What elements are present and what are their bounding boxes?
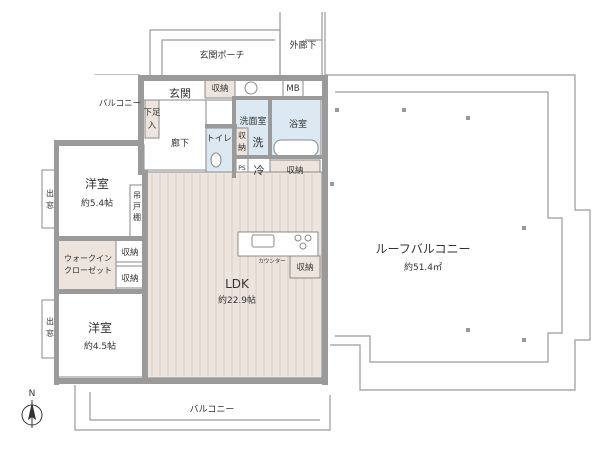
sink [251, 234, 275, 248]
counter-label: カウンター [258, 257, 286, 265]
washroom-label: 洗面室 [239, 115, 266, 127]
bottom-balcony-label: バルコニー [190, 404, 235, 415]
roof-balcony-label: ルーフバルコニー [375, 242, 470, 256]
bay-window-1-label-1: 出 [46, 188, 54, 198]
bathroom-label: 浴室 [289, 118, 307, 130]
genkan-storage-label: 収納 [211, 83, 228, 94]
genkan-porch-label: 玄関ポーチ [199, 49, 244, 61]
washer-label: 洗 [253, 136, 264, 149]
toilet-storage-label-2: 納 [238, 142, 246, 152]
ldk-label: LDK [225, 277, 250, 291]
walk-in-label-1: ウォークイン [64, 254, 112, 263]
bay-window-2-label-2: 窓 [46, 328, 54, 338]
svg-text:棚: 棚 [133, 212, 141, 222]
shoe-storage-label-2: 入 [148, 121, 157, 131]
walk-in-closet [57, 239, 117, 291]
western-room-1-size: 約5.4帖 [81, 197, 113, 209]
svg-text:吊: 吊 [133, 191, 141, 200]
outside-corridor-label: 外廊下 [289, 39, 316, 51]
western-room-1-label: 洋室 [85, 176, 109, 191]
ldk-size: 約22.9帖 [218, 294, 256, 306]
western-room-2-label: 洋室 [88, 320, 112, 335]
corridor-label: 廊下 [171, 137, 189, 149]
fridge-label: 冷 [254, 164, 265, 177]
genkan-label: 玄関 [169, 86, 191, 100]
top-balcony-label: バルコニー [99, 99, 141, 109]
kitchen-counter [237, 231, 319, 257]
walls [54, 75, 328, 385]
bay-window-1-label-2: 窓 [46, 200, 54, 210]
compass-arrow-icon [28, 402, 36, 420]
wic-storage-1-label: 収納 [121, 247, 138, 258]
toilet-label: トイレ [206, 134, 232, 144]
interior [41, 75, 327, 385]
bathtub [273, 139, 319, 157]
hanging-cabinet-label: 吊 戸 棚 [133, 191, 141, 222]
mb-label: MB [286, 84, 299, 94]
kitchen-storage-label: 収納 [286, 165, 303, 176]
wic-storage-2-label: 収納 [121, 273, 138, 284]
bottom-balcony-outline [74, 385, 331, 431]
bay-window-2-label-1: 出 [46, 316, 54, 326]
walk-in-label-2: クローゼット [64, 265, 112, 275]
ps-label: PS [238, 165, 246, 172]
north-label: N [29, 389, 36, 399]
roof-balcony-size: 約51.4㎡ [404, 261, 442, 273]
ldk-storage-label: 収納 [296, 262, 313, 273]
roof-balcony-outline [325, 74, 591, 391]
toilet-storage-label-1: 収 [238, 130, 246, 140]
porch-outline [149, 12, 326, 75]
western-room-2-size: 約4.5帖 [84, 340, 116, 352]
ldk-storage [289, 255, 321, 279]
svg-text:戸: 戸 [133, 202, 141, 211]
shoe-storage-label-1: 下足 [143, 108, 161, 118]
labels: 玄関ポーチ 外廊下 バルコニー 玄関 収納 MB 下足 入 洗面室 浴室 廊下 … [46, 39, 471, 415]
north-compass: N [21, 389, 43, 428]
ldk-floor-lines [151, 174, 313, 376]
toilet-room [205, 127, 237, 173]
